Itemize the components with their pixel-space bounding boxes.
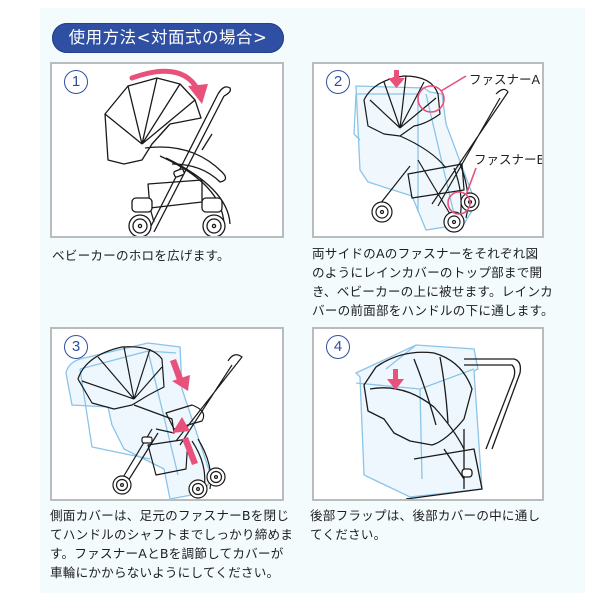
zip-direction-arrows-icon [170,359,198,465]
step-number-badge: 3 [64,335,88,359]
step-3-illustration-frame: 3 [50,327,284,501]
step-number-badge: 1 [64,70,88,94]
rear-flap-illustration [354,344,522,499]
step-4-description: 後部フラップは、後部カバーの中に通し てください。 [310,508,541,542]
zipper-b-label: ファスナーB [474,152,544,167]
page-title: 使用方法<対面式の場合> [52,23,284,53]
zipper-callout-markers [417,75,477,215]
arrow-down-icon [172,375,190,391]
rain-cover-illustration [353,70,509,233]
zipper-a-marker [417,85,445,113]
stroller-canopy-open-illustration [104,68,232,236]
zipper-a-label: ファスナーA [469,72,541,87]
step-4-illustration-frame: 4 [312,327,544,501]
step-number-badge: 4 [326,335,350,359]
side-cover-illustration [65,342,243,499]
down-arrow-icon [387,369,404,390]
down-arrow-icon [388,70,405,88]
step-number-badge: 2 [326,70,350,94]
curved-arrow-icon [129,68,208,104]
arrow-up-icon [172,417,190,433]
step-1-description: ベビーカーのホロを広げます。 [52,248,230,263]
step-3-description: 側面カバーは、足元のファスナーBを閉じ てハンドルのシャフトまでしっかり締めま … [50,508,294,580]
step-2-description: 両サイドのAのファスナーをそれぞれ図 のようにレインカバーのトップ部まで開 き、… [312,246,554,318]
step-2-illustration-frame: 2 ファスナーA ファスナーB [312,62,544,238]
zipper-b-marker [447,191,471,215]
step-1-illustration-frame: 1 [50,62,284,238]
